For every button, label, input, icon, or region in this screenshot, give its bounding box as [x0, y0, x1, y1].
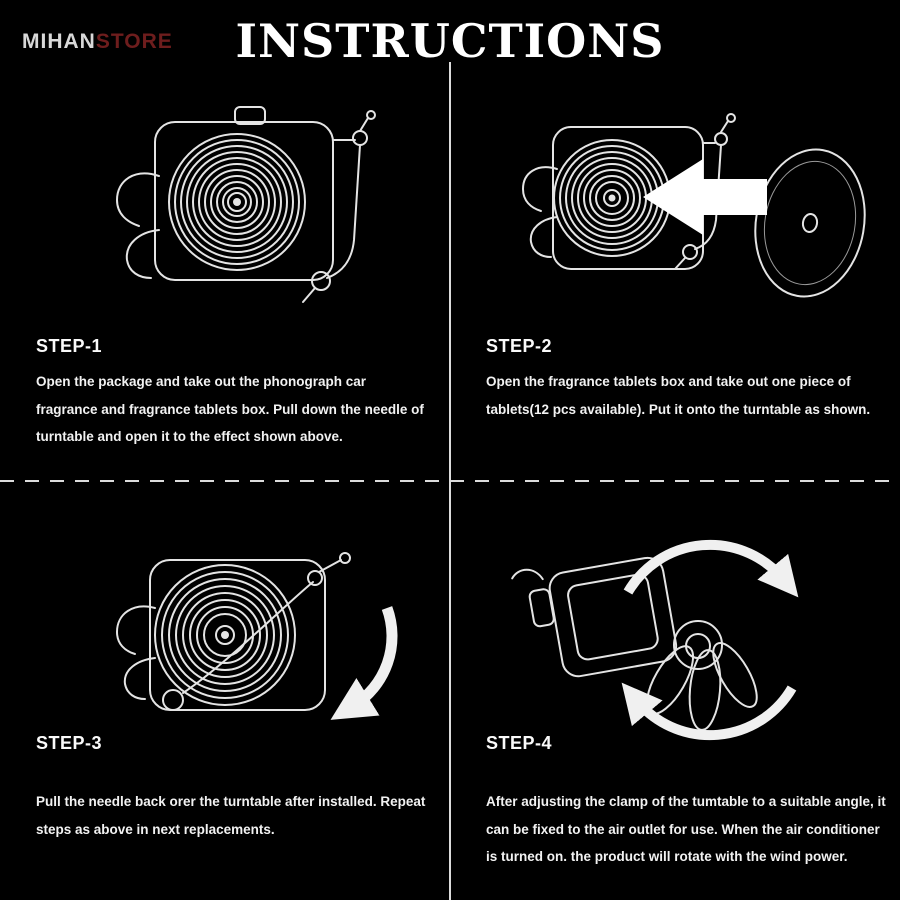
step-1-text: Open the package and take out the phonog…: [36, 374, 424, 445]
step-3-text: Pull the needle back orer the turntable …: [36, 794, 426, 837]
step-4-heading: STEP-4: [486, 733, 553, 753]
step-2-text: Open the fragrance tablets box and take …: [486, 374, 871, 417]
step-4-section: STEP-4 After adjusting the clamp of the …: [451, 482, 900, 900]
page-title: INSTRUCTIONS: [235, 14, 665, 68]
rotate-down-arrow-icon: [330, 606, 398, 720]
logo-text-primary: MIHAN: [22, 30, 96, 53]
store-logo: MIHANSTORE: [22, 30, 173, 54]
needle-back-illustration-icon: [116, 552, 398, 720]
step-3-heading: STEP-3: [36, 733, 103, 753]
rotation-arrow-top-icon: [623, 539, 799, 598]
vent-clamp-illustration-icon: [511, 539, 799, 741]
vertical-divider: [449, 62, 451, 900]
step-2-section: STEP-2 Open the fragrance tablets box an…: [451, 62, 900, 480]
step-2-heading: STEP-2: [486, 336, 553, 356]
step-1-section: STEP-1 Open the package and take out the…: [0, 62, 449, 480]
step-1-heading: STEP-1: [36, 336, 103, 356]
step-3-section: STEP-3 Pull the needle back orer the tur…: [0, 482, 449, 900]
insert-arrow-icon: [643, 159, 767, 235]
phonograph-illustration-icon: [116, 106, 376, 303]
step-4-text: After adjusting the clamp of the tumtabl…: [486, 794, 886, 865]
rotation-arrow-bottom-icon: [621, 682, 797, 741]
logo-text-secondary: STORE: [95, 30, 173, 53]
tablet-insert-illustration-icon: [522, 113, 866, 298]
